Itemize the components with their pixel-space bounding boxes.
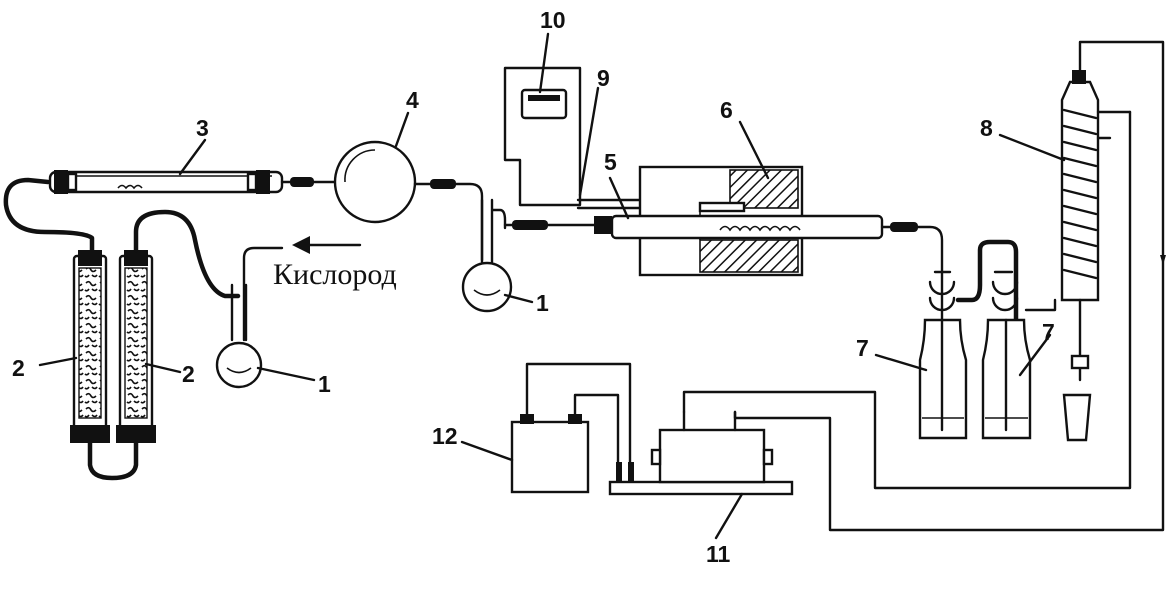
power-lead-a	[525, 362, 632, 467]
condenser-8	[1060, 70, 1132, 442]
label-eight: 8	[980, 115, 993, 141]
instrument-housing-10	[503, 66, 582, 207]
oxygen-label: Кислород	[273, 258, 397, 291]
label-nine: 9	[597, 65, 610, 91]
connector-4-1	[413, 182, 484, 262]
label-five: 5	[604, 149, 617, 175]
label-four: 4	[406, 87, 419, 113]
trap-flask-1-left	[215, 246, 284, 389]
rubber-connector-3-2a	[3, 177, 95, 253]
label-six: 6	[720, 97, 733, 123]
label-seven-right: 7	[1042, 319, 1055, 345]
tube-furnace-6	[610, 165, 884, 277]
connector-7-8	[1024, 298, 1057, 312]
oxygen-inlet-arrow	[292, 236, 362, 254]
connector-7-7	[955, 239, 1019, 333]
label-twelve: 12	[432, 423, 458, 449]
label-one-left: 1	[318, 371, 331, 397]
connector-6-7	[880, 225, 944, 332]
label-two-right: 2	[182, 361, 195, 387]
drying-tube-3	[48, 170, 284, 194]
label-ten: 10	[540, 7, 566, 33]
u-connector-2-2	[87, 440, 139, 481]
label-eleven: 11	[706, 541, 731, 567]
connector-2-1	[133, 209, 241, 299]
coolant-return	[682, 110, 1132, 490]
power-source-12	[510, 414, 590, 494]
coolant-line	[733, 40, 1165, 532]
label-one-center: 1	[536, 290, 549, 316]
absorber-bottle-7-right	[981, 270, 1032, 440]
thermocouple-9	[576, 198, 642, 210]
regulator-11	[608, 410, 794, 496]
drying-column-2-left	[70, 250, 110, 443]
power-lead-b	[573, 393, 620, 467]
label-two-left: 2	[12, 355, 25, 381]
drying-column-2-right	[116, 250, 156, 443]
label-seven-left: 7	[856, 335, 869, 361]
leader-lines	[38, 32, 1066, 540]
buffer-bulb-4	[333, 140, 417, 224]
absorber-bottle-7-left	[918, 270, 968, 440]
label-three: 3	[196, 115, 209, 141]
